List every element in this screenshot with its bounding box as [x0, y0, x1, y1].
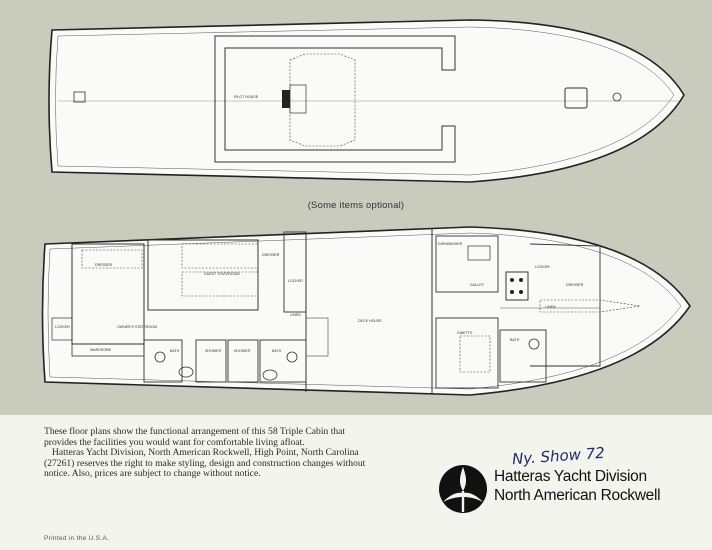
hatteras-rockwell-logo-icon [439, 465, 487, 513]
svg-text:LOCKER: LOCKER [535, 265, 550, 269]
svg-text:SHOWER: SHOWER [205, 349, 222, 353]
svg-text:LOCKER: LOCKER [288, 279, 303, 283]
description-paragraph-2: Hatteras Yacht Division, North American … [44, 447, 366, 480]
svg-text:LINEN: LINEN [545, 305, 556, 309]
floor-plans-panel: PILOT HOUSE [0, 0, 712, 415]
description-paragraph-1: These floor plans show the functional ar… [44, 426, 346, 448]
printed-in-usa: Printed in the U.S.A. [44, 535, 110, 542]
optional-items-note: (Some items optional) [307, 200, 405, 211]
svg-text:DRESSER: DRESSER [262, 253, 280, 257]
svg-text:WARDROBE: WARDROBE [90, 348, 112, 352]
svg-text:SHOWER: SHOWER [234, 349, 251, 353]
svg-text:BATH: BATH [170, 349, 180, 353]
svg-text:PILOT HOUSE: PILOT HOUSE [234, 95, 259, 99]
svg-text:LINEN: LINEN [290, 313, 301, 317]
floor-plans-drawing: PILOT HOUSE [41, 19, 691, 396]
svg-text:LOCKER: LOCKER [55, 325, 70, 329]
svg-text:DRESSER: DRESSER [95, 263, 113, 267]
svg-text:DECK HOUSE: DECK HOUSE [358, 319, 382, 323]
lower-deck-plan: DRESSER GUEST STATEROOM DRESSER LOCKER O… [41, 226, 691, 396]
svg-text:DINETTE: DINETTE [457, 331, 473, 335]
brand-line-2: North American Rockwell [494, 487, 661, 504]
svg-text:BATH: BATH [272, 349, 282, 353]
upper-deck-plan: PILOT HOUSE [48, 19, 685, 183]
handwritten-note: Ny. Show 72 [511, 443, 606, 469]
description-text: These floor plans show the functional ar… [44, 426, 374, 480]
svg-text:GUEST STATEROOM: GUEST STATEROOM [204, 272, 240, 276]
brand-line-1: Hatteras Yacht Division [494, 468, 647, 485]
svg-text:OWNER'S STATEROOM: OWNER'S STATEROOM [117, 325, 157, 329]
svg-text:GALLEY: GALLEY [470, 283, 485, 287]
svg-text:BATH: BATH [510, 338, 520, 342]
svg-text:DRESSER: DRESSER [566, 283, 584, 287]
svg-text:DISHWASHER: DISHWASHER [438, 242, 463, 246]
